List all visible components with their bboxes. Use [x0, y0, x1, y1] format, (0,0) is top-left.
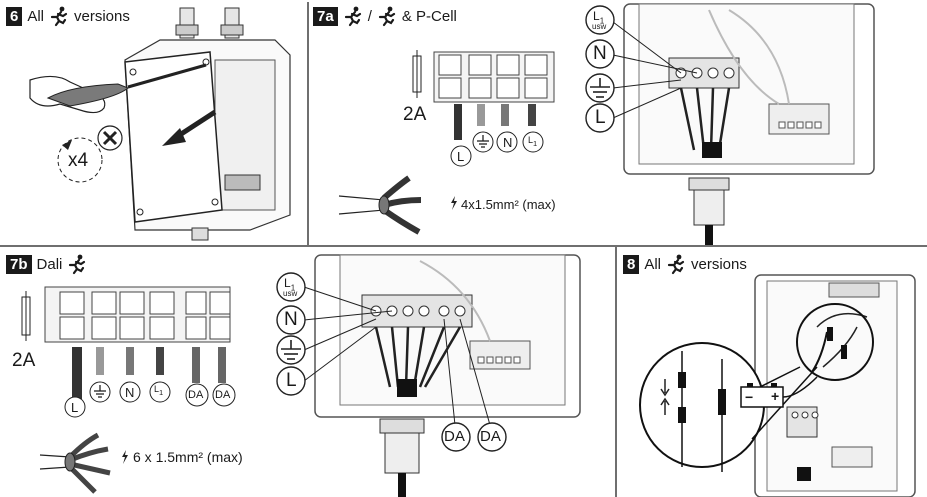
callout-L1: L1 — [284, 276, 296, 293]
circle-label-N: N — [503, 135, 513, 150]
cable-spec: 4x1.5mm² (max) — [461, 197, 556, 212]
panel-step-7b: 7b Dali — [0, 247, 615, 497]
step-7a-header: 7a / & P-Cell — [313, 6, 457, 27]
callout-N: N — [284, 309, 298, 330]
running-man-icon — [344, 6, 361, 27]
step-6-header: 6 All versions — [6, 6, 130, 27]
rotation-count: x4 — [68, 150, 89, 171]
fuse-icon — [21, 291, 31, 341]
step-suffix: versions — [74, 7, 130, 25]
step-suffix: & P-Cell — [401, 7, 457, 25]
step-label: Dali — [36, 255, 63, 273]
circle-label-L: L — [71, 400, 79, 415]
callout-DA-2: DA — [480, 428, 501, 445]
screw-head-icon — [57, 125, 123, 183]
lightning-icon — [122, 450, 128, 464]
running-man-icon — [378, 6, 395, 27]
fuse-icon — [412, 50, 422, 98]
ground-icon — [94, 385, 106, 398]
circle-label-N: N — [125, 385, 135, 400]
divider-horizontal — [0, 245, 927, 247]
step-suffix: versions — [691, 255, 747, 273]
running-man-icon — [69, 254, 86, 275]
circle-label-DA-1: DA — [188, 389, 204, 401]
ground-icon — [590, 78, 610, 98]
step-number: 6 — [6, 6, 23, 26]
circle-label-DA-2: DA — [215, 389, 231, 401]
step-separator: / — [367, 7, 372, 25]
callout-L: L — [595, 107, 606, 128]
step-number: 7b — [6, 254, 32, 274]
step-label: All — [27, 7, 45, 25]
callout-N: N — [593, 43, 607, 64]
panel-step-8: 8 All versions — [617, 247, 927, 497]
fuse-rating: 2A — [403, 104, 427, 125]
callout-DA-1: DA — [444, 428, 465, 445]
fuse-rating: 2A — [12, 350, 36, 371]
enclosure-battery-8 — [639, 274, 916, 497]
panel-step-7a: 7a / & P-Cell — [309, 0, 927, 245]
step-number: 8 — [623, 254, 640, 274]
ground-icon — [281, 340, 301, 360]
circle-label-L1: L1 — [528, 135, 538, 148]
terminal-block-7b — [21, 286, 236, 494]
circle-label-L1: L1 — [154, 384, 164, 397]
divider-vertical-top — [307, 2, 309, 245]
callout-L1: L1 — [593, 9, 605, 26]
ground-icon — [477, 135, 489, 148]
running-man-icon — [50, 6, 68, 27]
step-number: 7a — [313, 6, 338, 26]
step-7b-header: 7b Dali — [6, 254, 87, 275]
battery-minus: − — [745, 389, 754, 405]
lightning-icon — [451, 196, 457, 210]
panel-step-6: 6 All versions — [0, 0, 307, 245]
enclosure-open-7a — [585, 3, 875, 245]
screwdriver-icon — [29, 63, 207, 114]
divider-vertical-bottom — [615, 247, 617, 497]
step-8-header: 8 All versions — [623, 254, 747, 275]
step-label: All — [644, 255, 662, 273]
callout-usw: usw — [283, 289, 298, 298]
battery-plus: + — [771, 388, 780, 404]
callout-usw: usw — [592, 22, 607, 31]
running-man-icon — [667, 254, 685, 275]
circle-label-L: L — [457, 149, 465, 164]
enclosure-open-7b — [276, 254, 581, 497]
enclosure-illustration — [124, 7, 291, 241]
callout-L: L — [286, 370, 297, 391]
terminal-block-7a — [338, 50, 555, 235]
cable-spec: 6 x 1.5mm² (max) — [133, 449, 243, 465]
